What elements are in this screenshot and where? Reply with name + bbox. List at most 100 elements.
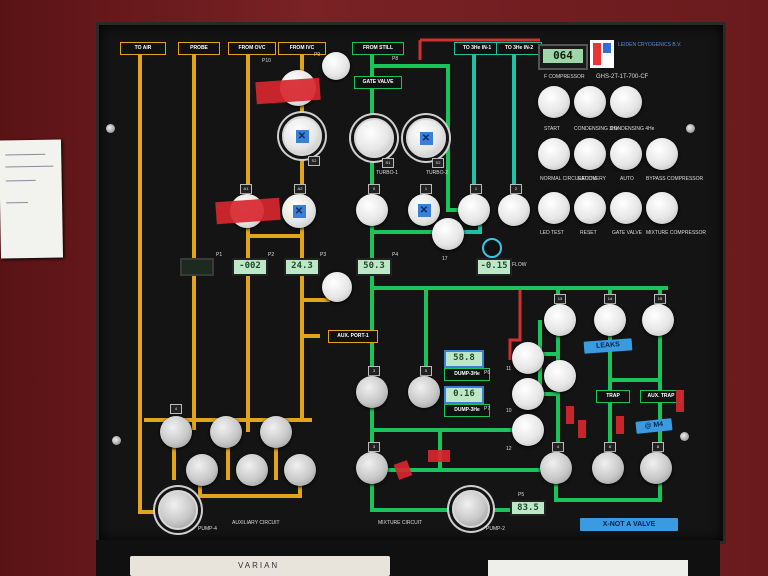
brand-text: LEIDEN CRYOGENICS B.V. <box>618 42 698 48</box>
valve-11[interactable] <box>512 378 544 410</box>
n3-tag: 3 <box>368 366 380 376</box>
leiden-logo-icon <box>590 40 614 68</box>
flow-gauge-icon <box>482 238 502 258</box>
n1-tag: 1 <box>420 184 432 194</box>
valve-13[interactable] <box>544 304 576 336</box>
pump-2[interactable] <box>452 490 490 528</box>
pump-4[interactable] <box>158 490 198 530</box>
valve-a2[interactable]: ✕ <box>282 194 316 228</box>
valve-3-lower[interactable] <box>356 452 388 484</box>
valve-dump-top[interactable] <box>512 342 544 374</box>
mixture-circuit-tag: MIXTURE CIRCUIT <box>378 520 423 526</box>
valve-y6[interactable] <box>284 454 316 486</box>
recovery-button[interactable] <box>574 138 606 170</box>
label-plate <box>488 560 688 576</box>
valve-3he-1[interactable] <box>458 194 490 226</box>
start-button[interactable] <box>538 138 570 170</box>
valve-y3[interactable] <box>260 416 292 448</box>
valve-3he-2[interactable] <box>498 194 530 226</box>
valve-4[interactable] <box>540 452 572 484</box>
valve-a3[interactable] <box>322 272 352 302</box>
n11-tag: 11 <box>506 366 512 372</box>
condensing-3he-button[interactable] <box>574 86 606 118</box>
p10-tag: P10 <box>262 58 271 64</box>
p1-display <box>180 258 214 276</box>
f-compressor-button[interactable] <box>538 86 570 118</box>
turbo2-tag: TURBO-2 <box>426 170 448 176</box>
valve-12[interactable] <box>512 414 544 446</box>
hour-counter: 064 <box>538 44 588 70</box>
a2-tag: A2 <box>294 184 306 194</box>
valve-y1[interactable] <box>160 416 192 448</box>
red-tape <box>676 390 684 412</box>
x-mark-icon: ✕ <box>292 204 306 218</box>
p2-tag: P2 <box>268 252 275 258</box>
n15-tag: 15 <box>654 294 666 304</box>
to-3he-in-2-label: TO 3He IN-2 <box>496 42 542 55</box>
bypass-compressor-button[interactable] <box>646 138 678 170</box>
counter-value: 064 <box>543 49 583 63</box>
from-ovc-label: FROM OVC <box>228 42 276 55</box>
model-number: GHS-2T-1T-700-CF <box>596 74 649 80</box>
led-test-tag: LED TEST <box>540 230 564 236</box>
to-3he-in-1-label: TO 3He IN-1 <box>454 42 500 55</box>
mixture-compressor-tag: MIXTURE COMPRESSOR <box>646 230 707 236</box>
n0-tag: 0 <box>368 184 380 194</box>
valve-s2-left[interactable]: ✕ <box>282 116 322 156</box>
condensing-4he-button[interactable] <box>610 86 642 118</box>
x-mark-icon: ✕ <box>419 131 433 145</box>
plate-text: VARIAN <box>238 561 280 570</box>
valve-17[interactable] <box>432 218 464 250</box>
not-a-valve-sticker: X-NOT A VALVE <box>580 518 678 531</box>
red-pipes <box>418 38 540 360</box>
n5-tag: 5 <box>420 366 432 376</box>
screw <box>680 432 689 441</box>
valve-15[interactable] <box>642 304 674 336</box>
mixture-compressor-button[interactable] <box>646 192 678 224</box>
start-tag: START <box>544 126 560 132</box>
p5-display: 83.5 <box>510 500 546 516</box>
valve-turbo-1[interactable] <box>354 118 394 158</box>
n17-tag: 17 <box>442 256 448 262</box>
valve-p9[interactable] <box>322 52 350 80</box>
valve-turbo-2[interactable]: ✕ <box>406 118 446 158</box>
varian-plate: VARIAN <box>130 556 390 576</box>
aux-circuit-tag: AUXILIARY CIRCUIT <box>232 520 280 526</box>
red-tape <box>428 450 450 462</box>
valve-dump-right[interactable] <box>544 360 576 392</box>
valve-3[interactable] <box>356 376 388 408</box>
valve-14[interactable] <box>594 304 626 336</box>
dump-1-label: DUMP-3He <box>444 368 490 381</box>
red-tape <box>616 416 624 434</box>
valve-1[interactable]: ✕ <box>408 194 440 226</box>
reset-button[interactable] <box>574 192 606 224</box>
p3-display: 24.3 <box>284 258 320 276</box>
valve-y5[interactable] <box>236 454 268 486</box>
s1-tag: S1 <box>382 158 394 168</box>
from-ivc-label: FROM IVC <box>278 42 326 55</box>
led-test-button[interactable] <box>538 192 570 224</box>
p2-display: -002 <box>232 258 268 276</box>
valve-8[interactable] <box>640 452 672 484</box>
gate-valve-button[interactable] <box>610 192 642 224</box>
p5-tag: P5 <box>518 492 525 498</box>
valve-6[interactable] <box>592 452 624 484</box>
valve-y2[interactable] <box>210 416 242 448</box>
f-compressor-tag: F COMPRESSOR <box>544 74 585 80</box>
valve-5[interactable] <box>408 376 440 408</box>
x-mark-icon: ✕ <box>295 129 309 143</box>
pump4-tag: PUMP-4 <box>198 526 217 532</box>
red-tape <box>566 406 574 424</box>
p7-tag: P7 <box>484 406 491 412</box>
recovery-tag: RECOVERY <box>578 176 606 182</box>
n10-tag: 10 <box>506 408 512 414</box>
condensing-1-tag: CONDENSING 3He <box>574 126 619 132</box>
gate-valve-tag: GATE VALVE <box>612 230 643 236</box>
valve-0[interactable] <box>356 194 388 226</box>
n6-tag: 6 <box>604 442 616 452</box>
v42-tag: 4 <box>170 404 182 414</box>
valve-y4[interactable] <box>186 454 218 486</box>
n13-tag: 13 <box>554 294 566 304</box>
bypass-tag: BYPASS COMPRESSOR <box>646 176 704 182</box>
auto-button[interactable] <box>610 138 642 170</box>
